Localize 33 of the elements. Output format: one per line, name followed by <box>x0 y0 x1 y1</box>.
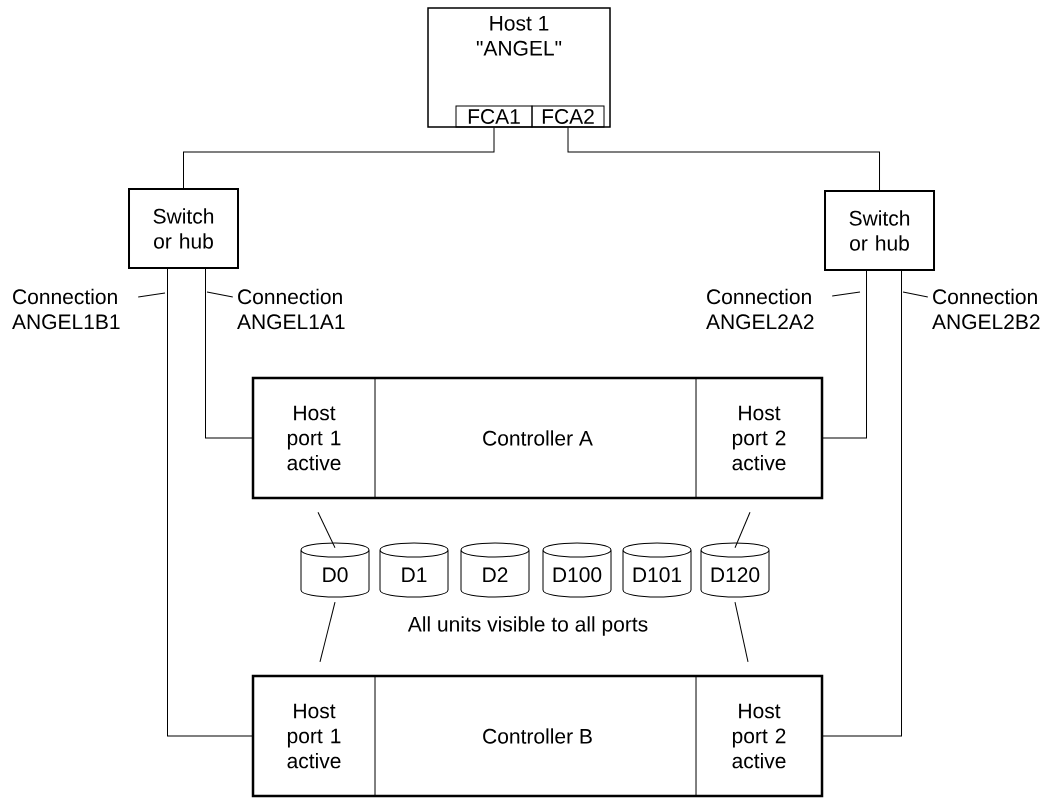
connection-line <box>821 270 867 439</box>
leader-line <box>137 292 166 298</box>
connection-line <box>734 601 749 663</box>
switch-box: Switch or hub <box>824 190 935 271</box>
leader-line <box>206 291 234 298</box>
adapter-port-cell: FCA2 <box>531 105 605 128</box>
connection-line <box>167 268 254 737</box>
connection-line <box>567 127 880 191</box>
connection-label: Connection ANGEL1B1 <box>12 288 120 330</box>
connection-label: Connection ANGEL2A2 <box>706 288 814 330</box>
connection-line <box>734 511 751 549</box>
adapter-port-cell: FCA1 <box>455 105 533 128</box>
disk-cylinder: D0 <box>300 542 370 598</box>
disk-cylinder: D100 <box>542 542 612 598</box>
host-port-cell: Host port 1 active <box>287 675 376 797</box>
connection-label: Connection ANGEL2B2 <box>932 288 1040 330</box>
disk-cylinder: D2 <box>460 542 530 598</box>
leader-line <box>831 291 861 297</box>
disk-cylinder: D120 <box>700 542 770 598</box>
leader-line <box>902 291 929 298</box>
connection-line <box>317 511 336 549</box>
host-port-cell: Host port 2 active <box>695 377 786 499</box>
connection-line <box>205 268 254 439</box>
host-port-cell: Host port 1 active <box>287 377 376 499</box>
switch-box: Switch or hub <box>128 188 239 269</box>
connection-line <box>319 601 336 663</box>
host-port-cell: Host port 2 active <box>695 675 786 797</box>
disk-cylinder: D101 <box>622 542 692 598</box>
connection-line <box>821 270 902 737</box>
connection-label: Connection ANGEL1A1 <box>237 288 345 330</box>
caption-text: All units visible to all ports <box>407 616 648 636</box>
connection-line <box>183 127 495 189</box>
disk-cylinder: D1 <box>379 542 449 598</box>
